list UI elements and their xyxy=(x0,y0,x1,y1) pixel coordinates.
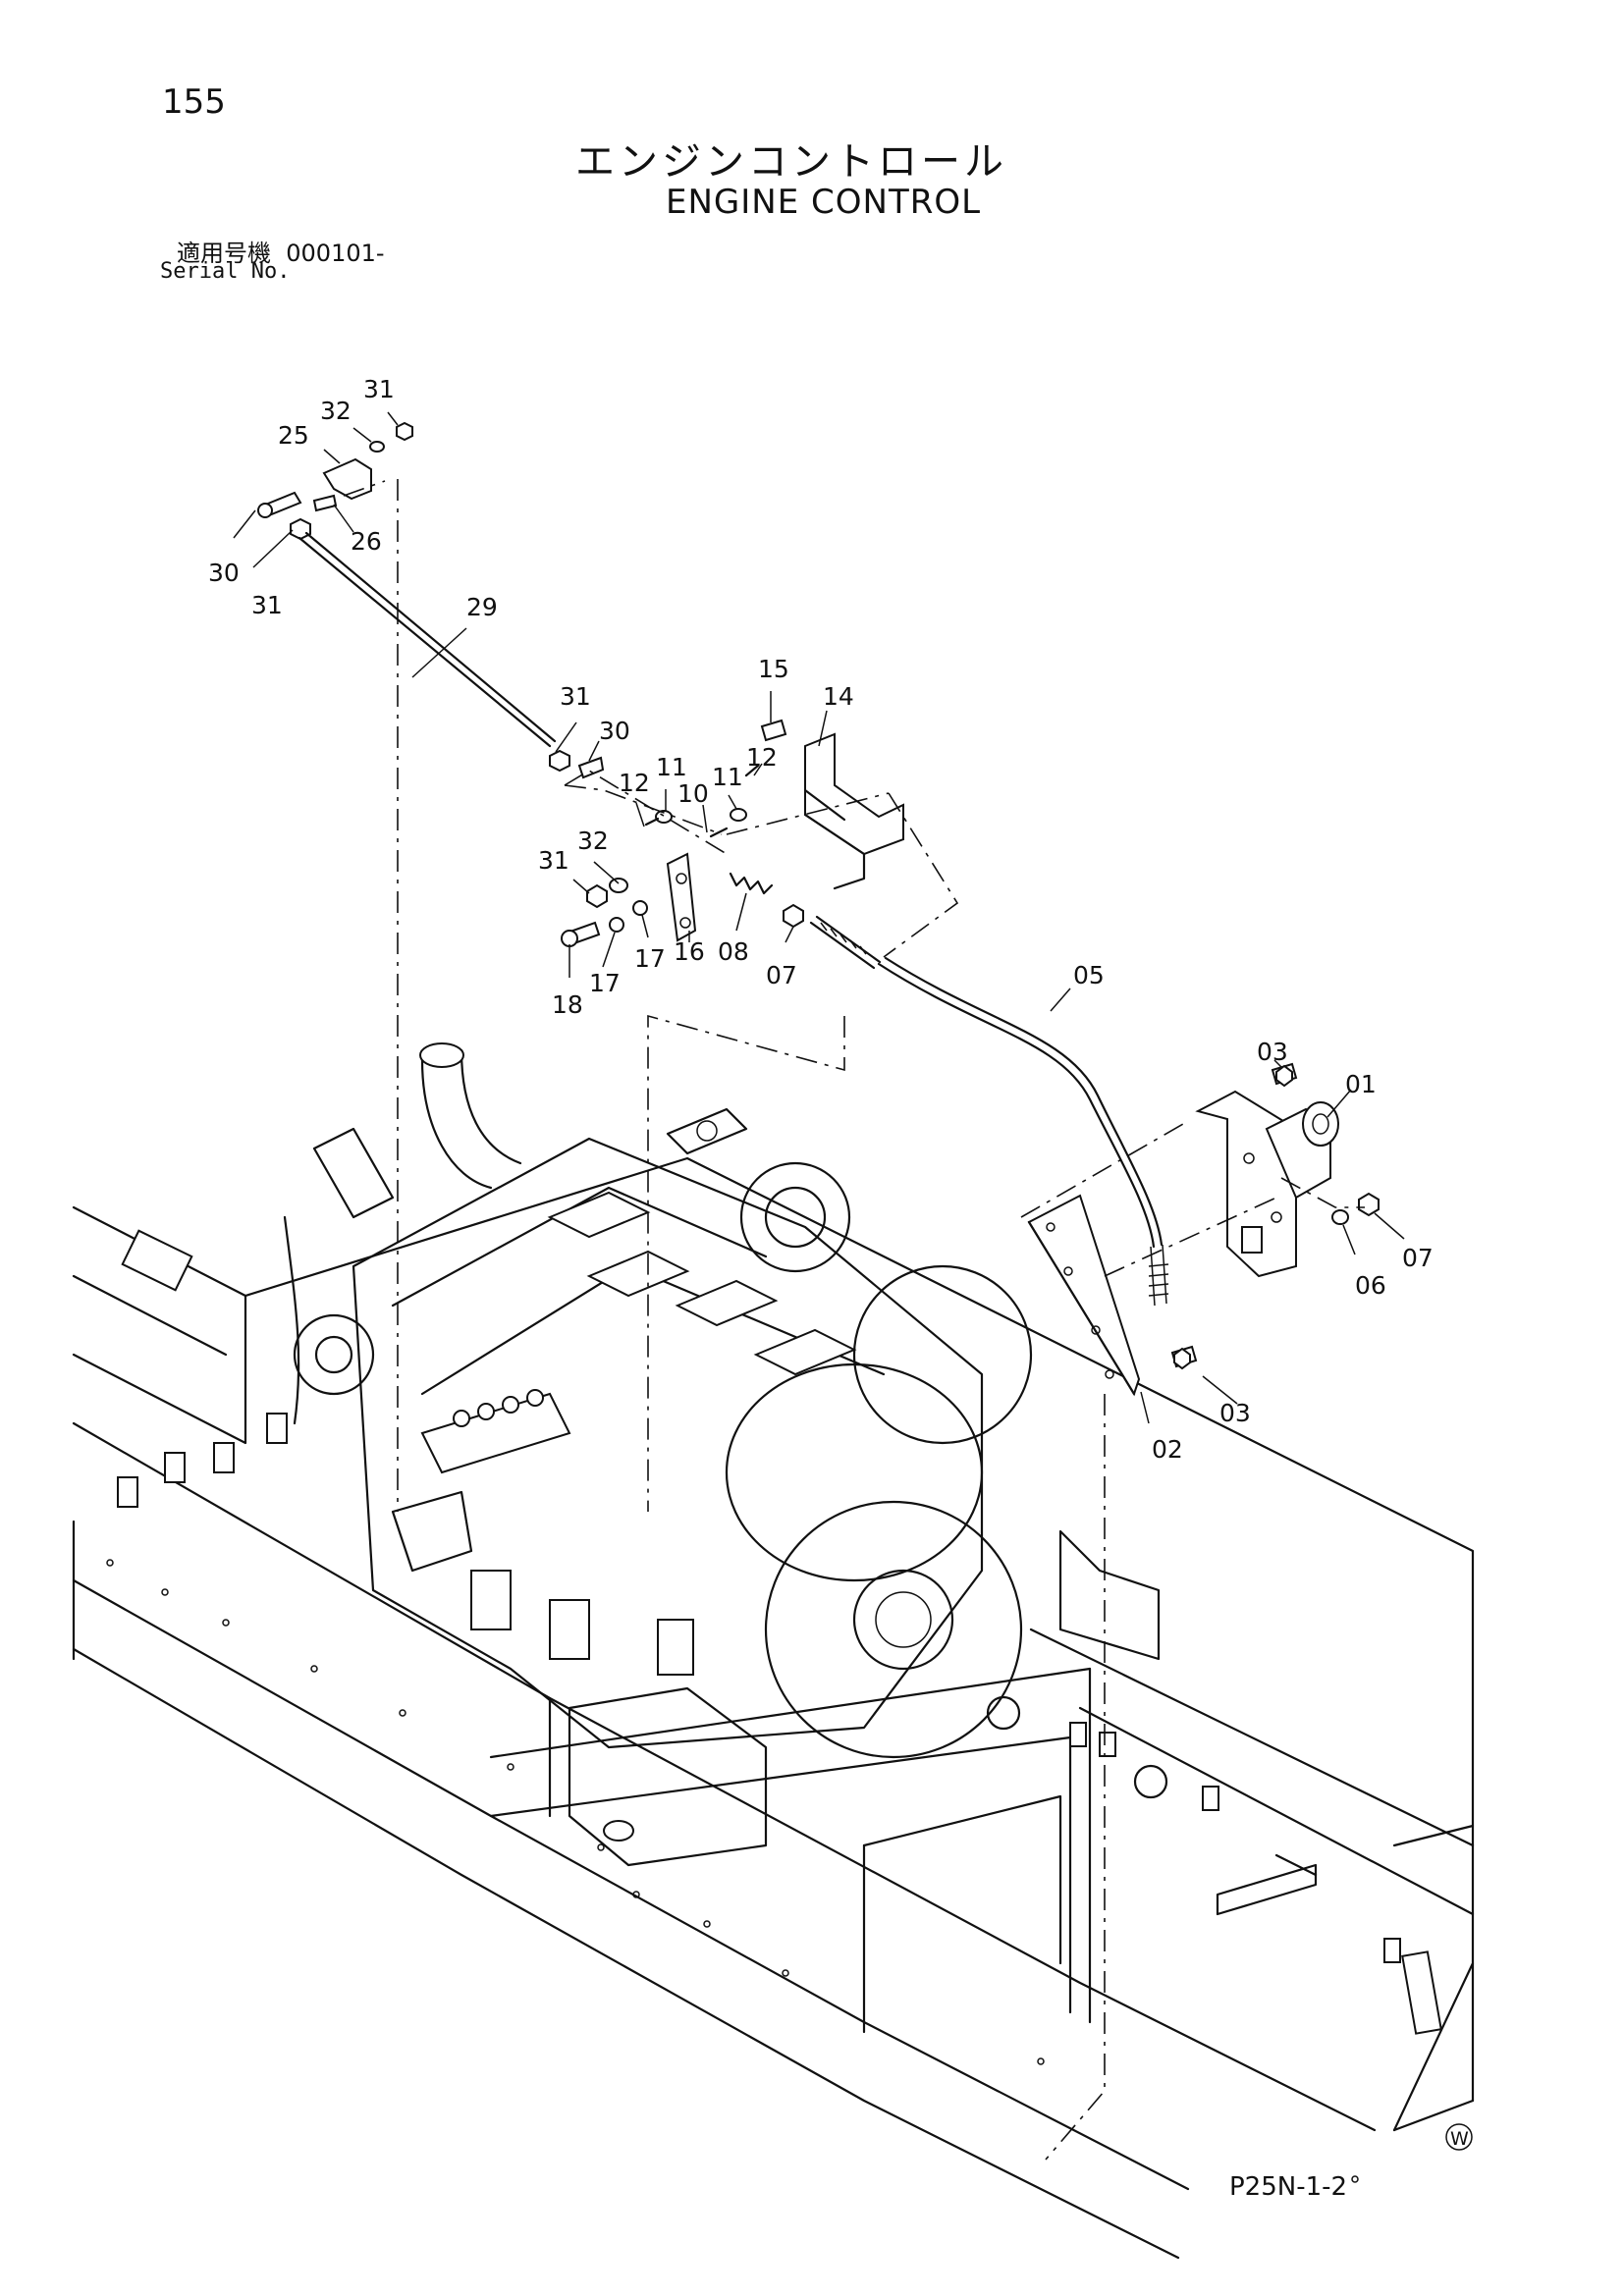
frame-clamps xyxy=(117,1413,1401,1963)
w-marker-letter: W xyxy=(1450,2128,1469,2150)
callout-06: 06 xyxy=(1355,1271,1386,1300)
callout-03: 03 xyxy=(1257,1038,1288,1066)
page-number: 155 xyxy=(162,82,226,122)
callout-18: 18 xyxy=(552,990,583,1019)
callout-12: 12 xyxy=(746,743,778,772)
linkage-top xyxy=(257,421,605,779)
callout-07: 07 xyxy=(1402,1244,1434,1272)
callout-02: 02 xyxy=(1152,1435,1183,1464)
callout-07: 07 xyxy=(766,961,797,989)
control-cable xyxy=(877,956,1169,1307)
callout-14: 14 xyxy=(823,682,854,711)
lever-group xyxy=(561,719,904,970)
callout-17: 17 xyxy=(634,944,666,973)
motor-bracket xyxy=(1027,1062,1380,1397)
callout-11: 11 xyxy=(656,753,687,781)
callout-15: 15 xyxy=(758,655,789,683)
callout-26: 26 xyxy=(351,527,382,556)
callout-31: 31 xyxy=(251,591,283,619)
chassis-frame xyxy=(72,1156,1475,2260)
callout-08: 08 xyxy=(718,937,749,966)
callout-11: 11 xyxy=(712,763,743,791)
callout-31: 31 xyxy=(363,375,395,403)
callout-10: 10 xyxy=(677,779,709,808)
callout-29: 29 xyxy=(466,593,498,621)
page-title: ENGINE CONTROL xyxy=(666,183,982,222)
callout-30: 30 xyxy=(208,559,240,587)
callout-32: 32 xyxy=(577,827,609,855)
assembly-lines xyxy=(343,479,1365,2161)
callout-30: 30 xyxy=(599,717,630,745)
frame-holes xyxy=(106,1559,1359,2183)
callout-31: 31 xyxy=(538,846,569,875)
drawing-reference: P25N-1-2 xyxy=(1229,2172,1348,2202)
callout-31: 31 xyxy=(560,682,591,711)
page-title-japanese: エンジンコントロール xyxy=(575,139,1007,185)
w-marker: W xyxy=(1445,2123,1473,2151)
serial-label: Serial No. xyxy=(160,259,291,284)
serial-label-japanese: 適用号機 000101- xyxy=(177,234,385,268)
callout-01: 01 xyxy=(1345,1070,1377,1098)
callout-32: 32 xyxy=(320,397,352,425)
callout-05: 05 xyxy=(1073,961,1105,989)
callout-03: 03 xyxy=(1219,1399,1251,1427)
part-callouts: 31 32 25 26 30 31 29 31 30 15 14 12 11 1… xyxy=(208,375,1434,1464)
callout-12: 12 xyxy=(619,769,650,797)
engine-assembly xyxy=(283,1042,1033,1867)
serial-value: 000101- xyxy=(286,240,385,267)
serial-label-jp-text: 適用号機 xyxy=(177,240,271,267)
callout-25: 25 xyxy=(278,421,309,450)
callout-17: 17 xyxy=(589,969,621,997)
callout-16: 16 xyxy=(674,937,705,966)
leader-lines xyxy=(233,411,1405,1424)
